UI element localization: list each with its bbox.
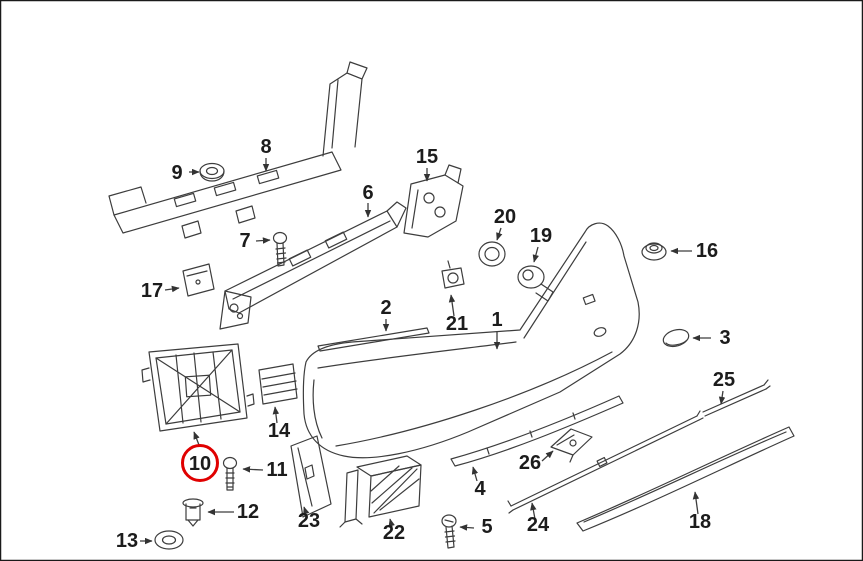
- leader-lines: [140, 158, 726, 545]
- leader-11: [242, 466, 264, 473]
- part-impact-bar-icon: [219, 201, 407, 330]
- leader-17: [164, 285, 180, 293]
- callout-label-17: 17: [141, 280, 163, 302]
- part-screw-11-icon: [222, 456, 238, 491]
- callout-label-9: 9: [171, 162, 182, 184]
- leader-18: [692, 491, 700, 515]
- callout-label-10: 10: [189, 453, 211, 475]
- part-mounting-plate-icon: [182, 263, 215, 297]
- part-grommet-nut-icon: [154, 530, 184, 550]
- part-upper-trim-strip-icon: [317, 327, 430, 352]
- leader-5: [459, 524, 475, 531]
- callout-label-18: 18: [689, 511, 711, 533]
- part-upper-support-rail-icon: [108, 61, 368, 239]
- callout-label-24: 24: [527, 514, 550, 536]
- leader-21: [448, 294, 456, 317]
- part-lower-protection-strip-icon: [450, 395, 624, 467]
- part-screw-7-icon: [272, 231, 288, 267]
- part-side-plate-icon: [290, 435, 332, 518]
- callout-label-4: 4: [474, 478, 486, 500]
- part-sensor-holder-icon: [441, 260, 465, 289]
- callout-label-15: 15: [416, 146, 438, 168]
- callout-label-5: 5: [481, 516, 492, 538]
- callout-label-16: 16: [696, 240, 718, 262]
- callout-label-3: 3: [719, 327, 730, 349]
- leader-14: [272, 406, 280, 424]
- callout-labels: 1 2 3 4 5 6 7 8 9 10 11 12 13 14 15 16 1…: [116, 136, 735, 552]
- leader-20: [496, 227, 503, 241]
- callout-label-13: 13: [116, 530, 138, 552]
- leader-24: [530, 502, 537, 520]
- leader-25: [718, 390, 726, 405]
- part-corner-bracket-icon: [403, 164, 464, 238]
- leader-10: [193, 431, 200, 446]
- part-screw-5-icon: [441, 514, 457, 549]
- callout-label-26: 26: [519, 452, 541, 474]
- highlight-circle: [181, 444, 219, 482]
- leader-7: [255, 237, 271, 244]
- callout-label-11: 11: [266, 459, 287, 481]
- callout-label-6: 6: [362, 182, 373, 204]
- parts-artwork: [108, 61, 795, 550]
- callout-label-19: 19: [530, 225, 552, 247]
- callout-label-8: 8: [260, 136, 271, 158]
- part-hex-nut-icon: [641, 242, 667, 261]
- part-vent-grille-icon: [258, 363, 298, 405]
- callout-label-20: 20: [494, 206, 516, 228]
- callout-label-2: 2: [380, 297, 391, 319]
- part-lower-trim-blade-icon: [576, 426, 795, 532]
- part-side-mount-bracket-icon: [141, 343, 255, 432]
- callout-label-23: 23: [298, 510, 320, 532]
- leader-19: [532, 246, 539, 263]
- callout-label-1: 1: [491, 309, 502, 331]
- callout-label-22: 22: [383, 522, 405, 544]
- leader-22: [388, 518, 395, 528]
- part-retaining-clip-icon: [550, 428, 593, 463]
- callout-label-7: 7: [239, 230, 250, 252]
- part-thin-strip-long-icon: [507, 410, 704, 514]
- part-thin-strip-short-icon: [702, 379, 771, 417]
- leader-26: [541, 450, 554, 462]
- part-rear-bumper-cover-icon: [302, 222, 640, 459]
- part-module-with-bracket-icon: [339, 455, 422, 528]
- part-expanding-clip-icon: [182, 498, 204, 527]
- part-pdc-sensor-icon: [517, 265, 554, 302]
- part-cover-cap-icon: [662, 328, 690, 348]
- leader-4: [471, 466, 479, 482]
- callout-label-14: 14: [268, 420, 291, 442]
- callout-label-21: 21: [446, 313, 468, 335]
- callout-label-12: 12: [237, 501, 259, 523]
- callout-label-25: 25: [713, 369, 735, 391]
- part-cage-nut-icon: [199, 162, 225, 182]
- leader-23: [303, 506, 310, 515]
- part-sensor-ring-icon: [478, 241, 506, 267]
